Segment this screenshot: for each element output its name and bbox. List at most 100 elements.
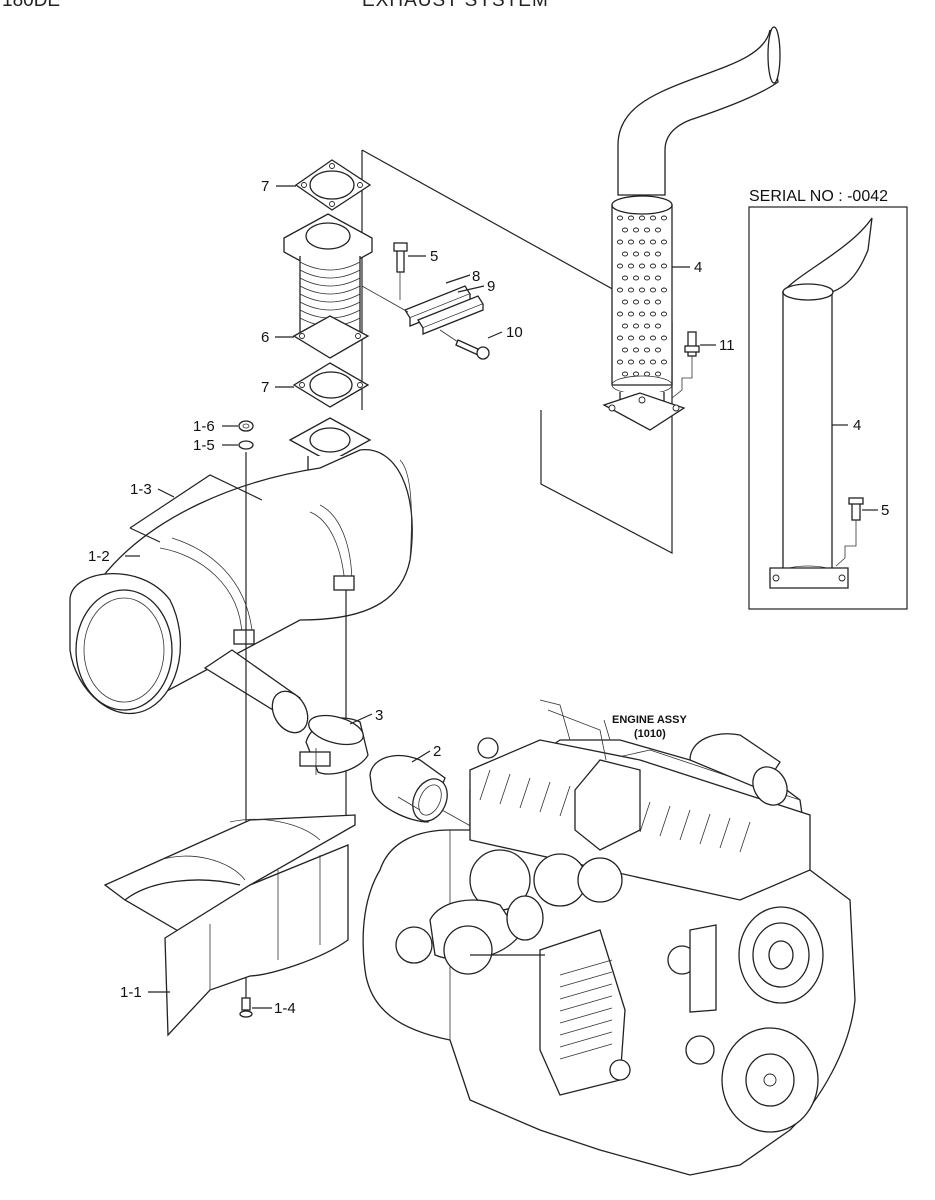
engine-assy-name: ENGINE ASSY [612, 714, 687, 726]
perforation-hole [660, 263, 668, 269]
perforation-hole [643, 323, 651, 329]
callout-1-4: 1-4 [274, 1000, 296, 1017]
bolt-10 [439, 329, 490, 360]
perforation-hole [638, 263, 646, 269]
perforation-hole [632, 275, 640, 281]
callout-11: 11 [719, 337, 735, 354]
perforation-hole [632, 347, 640, 353]
perforation-hole [627, 359, 635, 365]
heat-shield-1-3 [129, 474, 263, 543]
perforation-hole [660, 287, 668, 293]
page-title: EXHAUST SYSTEM [362, 0, 549, 11]
perforation-hole [660, 359, 668, 365]
callout-2: 2 [433, 743, 441, 760]
valve-cover-rib [499, 773, 511, 805]
perforation-hole [632, 323, 640, 329]
perforation-hole [638, 335, 646, 341]
serial-variant-box: SERIAL NO : -0042 4 5 [748, 188, 908, 610]
ecu-fin [559, 1019, 613, 1036]
pipe-2 [369, 755, 493, 839]
callout-4b: 4 [853, 417, 861, 434]
perforation-hole [621, 299, 629, 305]
perforation-hole [643, 299, 651, 305]
callout-8: 8 [472, 268, 480, 285]
callout-3: 3 [375, 707, 383, 724]
perforation-hole [649, 287, 657, 293]
ecu-fin [559, 1007, 613, 1024]
callout-1-1: 1-1 [120, 984, 142, 1001]
perforation-hole [649, 311, 657, 317]
perforation-hole [649, 215, 657, 221]
callout-5b: 5 [881, 502, 889, 519]
perforation-hole [616, 215, 624, 221]
perforation-hole [638, 311, 646, 317]
perforation-hole [649, 335, 657, 341]
perforation-hole [616, 311, 624, 317]
perforation-hole [621, 323, 629, 329]
engine-assembly [362, 699, 856, 1176]
callout-9: 9 [487, 278, 495, 295]
ecu-fin [559, 983, 613, 1000]
perforation-hole [660, 311, 668, 317]
perforation-hole [627, 335, 635, 341]
perforation-hole [621, 347, 629, 353]
valve-cover-rib [639, 801, 651, 833]
bolt-11 [671, 331, 700, 399]
perforation-hole [621, 371, 629, 377]
perforation-hole [632, 299, 640, 305]
callout-1-3: 1-3 [130, 481, 152, 498]
perforation-hole [654, 371, 662, 377]
gasket-7-middle [292, 362, 370, 408]
perforation-hole [627, 215, 635, 221]
model-code: 180DE [2, 0, 61, 11]
perforation-hole [643, 251, 651, 257]
bracket-plates-8-9 [361, 285, 484, 335]
bolt-5-alt [835, 497, 864, 567]
perforation-hole [660, 215, 668, 221]
valve-cover-rib [479, 769, 491, 801]
perforation-hole [632, 251, 640, 257]
nut-1-6 [238, 420, 254, 432]
perforation-hole [616, 239, 624, 245]
perforation-hole [638, 287, 646, 293]
ecu-fin [559, 971, 613, 988]
callout-5a: 5 [430, 248, 438, 265]
perforation-hole [649, 359, 657, 365]
perforation-hole [643, 347, 651, 353]
perforation-hole [632, 371, 640, 377]
perforation-hole [643, 371, 651, 377]
perforation-hole [654, 227, 662, 233]
perforation-hole [638, 239, 646, 245]
gasket-7-top [294, 159, 372, 211]
valve-cover-rib [699, 813, 711, 845]
perforation-hole [638, 215, 646, 221]
ecu-fin [559, 995, 613, 1012]
valve-cover-rib [739, 821, 751, 853]
perforation-hole [616, 335, 624, 341]
ecu-fin [559, 959, 613, 976]
perforation-pattern [616, 215, 668, 377]
assembly-leader-lines [361, 149, 673, 554]
alt-exhaust-stack [769, 217, 873, 589]
callout-7b: 7 [261, 379, 269, 396]
perforation-hole [638, 359, 646, 365]
perforation-hole [616, 359, 624, 365]
valve-cover-rib [719, 817, 731, 849]
valve-cover-rib [659, 805, 671, 837]
perforation-hole [660, 335, 668, 341]
perforation-hole [649, 239, 657, 245]
callout-7a: 7 [261, 178, 269, 195]
ecu-fin [559, 1031, 613, 1048]
perforation-hole [643, 275, 651, 281]
perforation-hole [643, 227, 651, 233]
perforation-hole [632, 227, 640, 233]
callout-1-5: 1-5 [193, 437, 215, 454]
valve-cover-rib [559, 785, 571, 817]
perforation-hole [654, 299, 662, 305]
washer-1-5 [238, 440, 254, 450]
perforation-hole [616, 263, 624, 269]
perforation-hole [627, 311, 635, 317]
perforation-hole [654, 251, 662, 257]
callout-1-2: 1-2 [88, 548, 110, 565]
